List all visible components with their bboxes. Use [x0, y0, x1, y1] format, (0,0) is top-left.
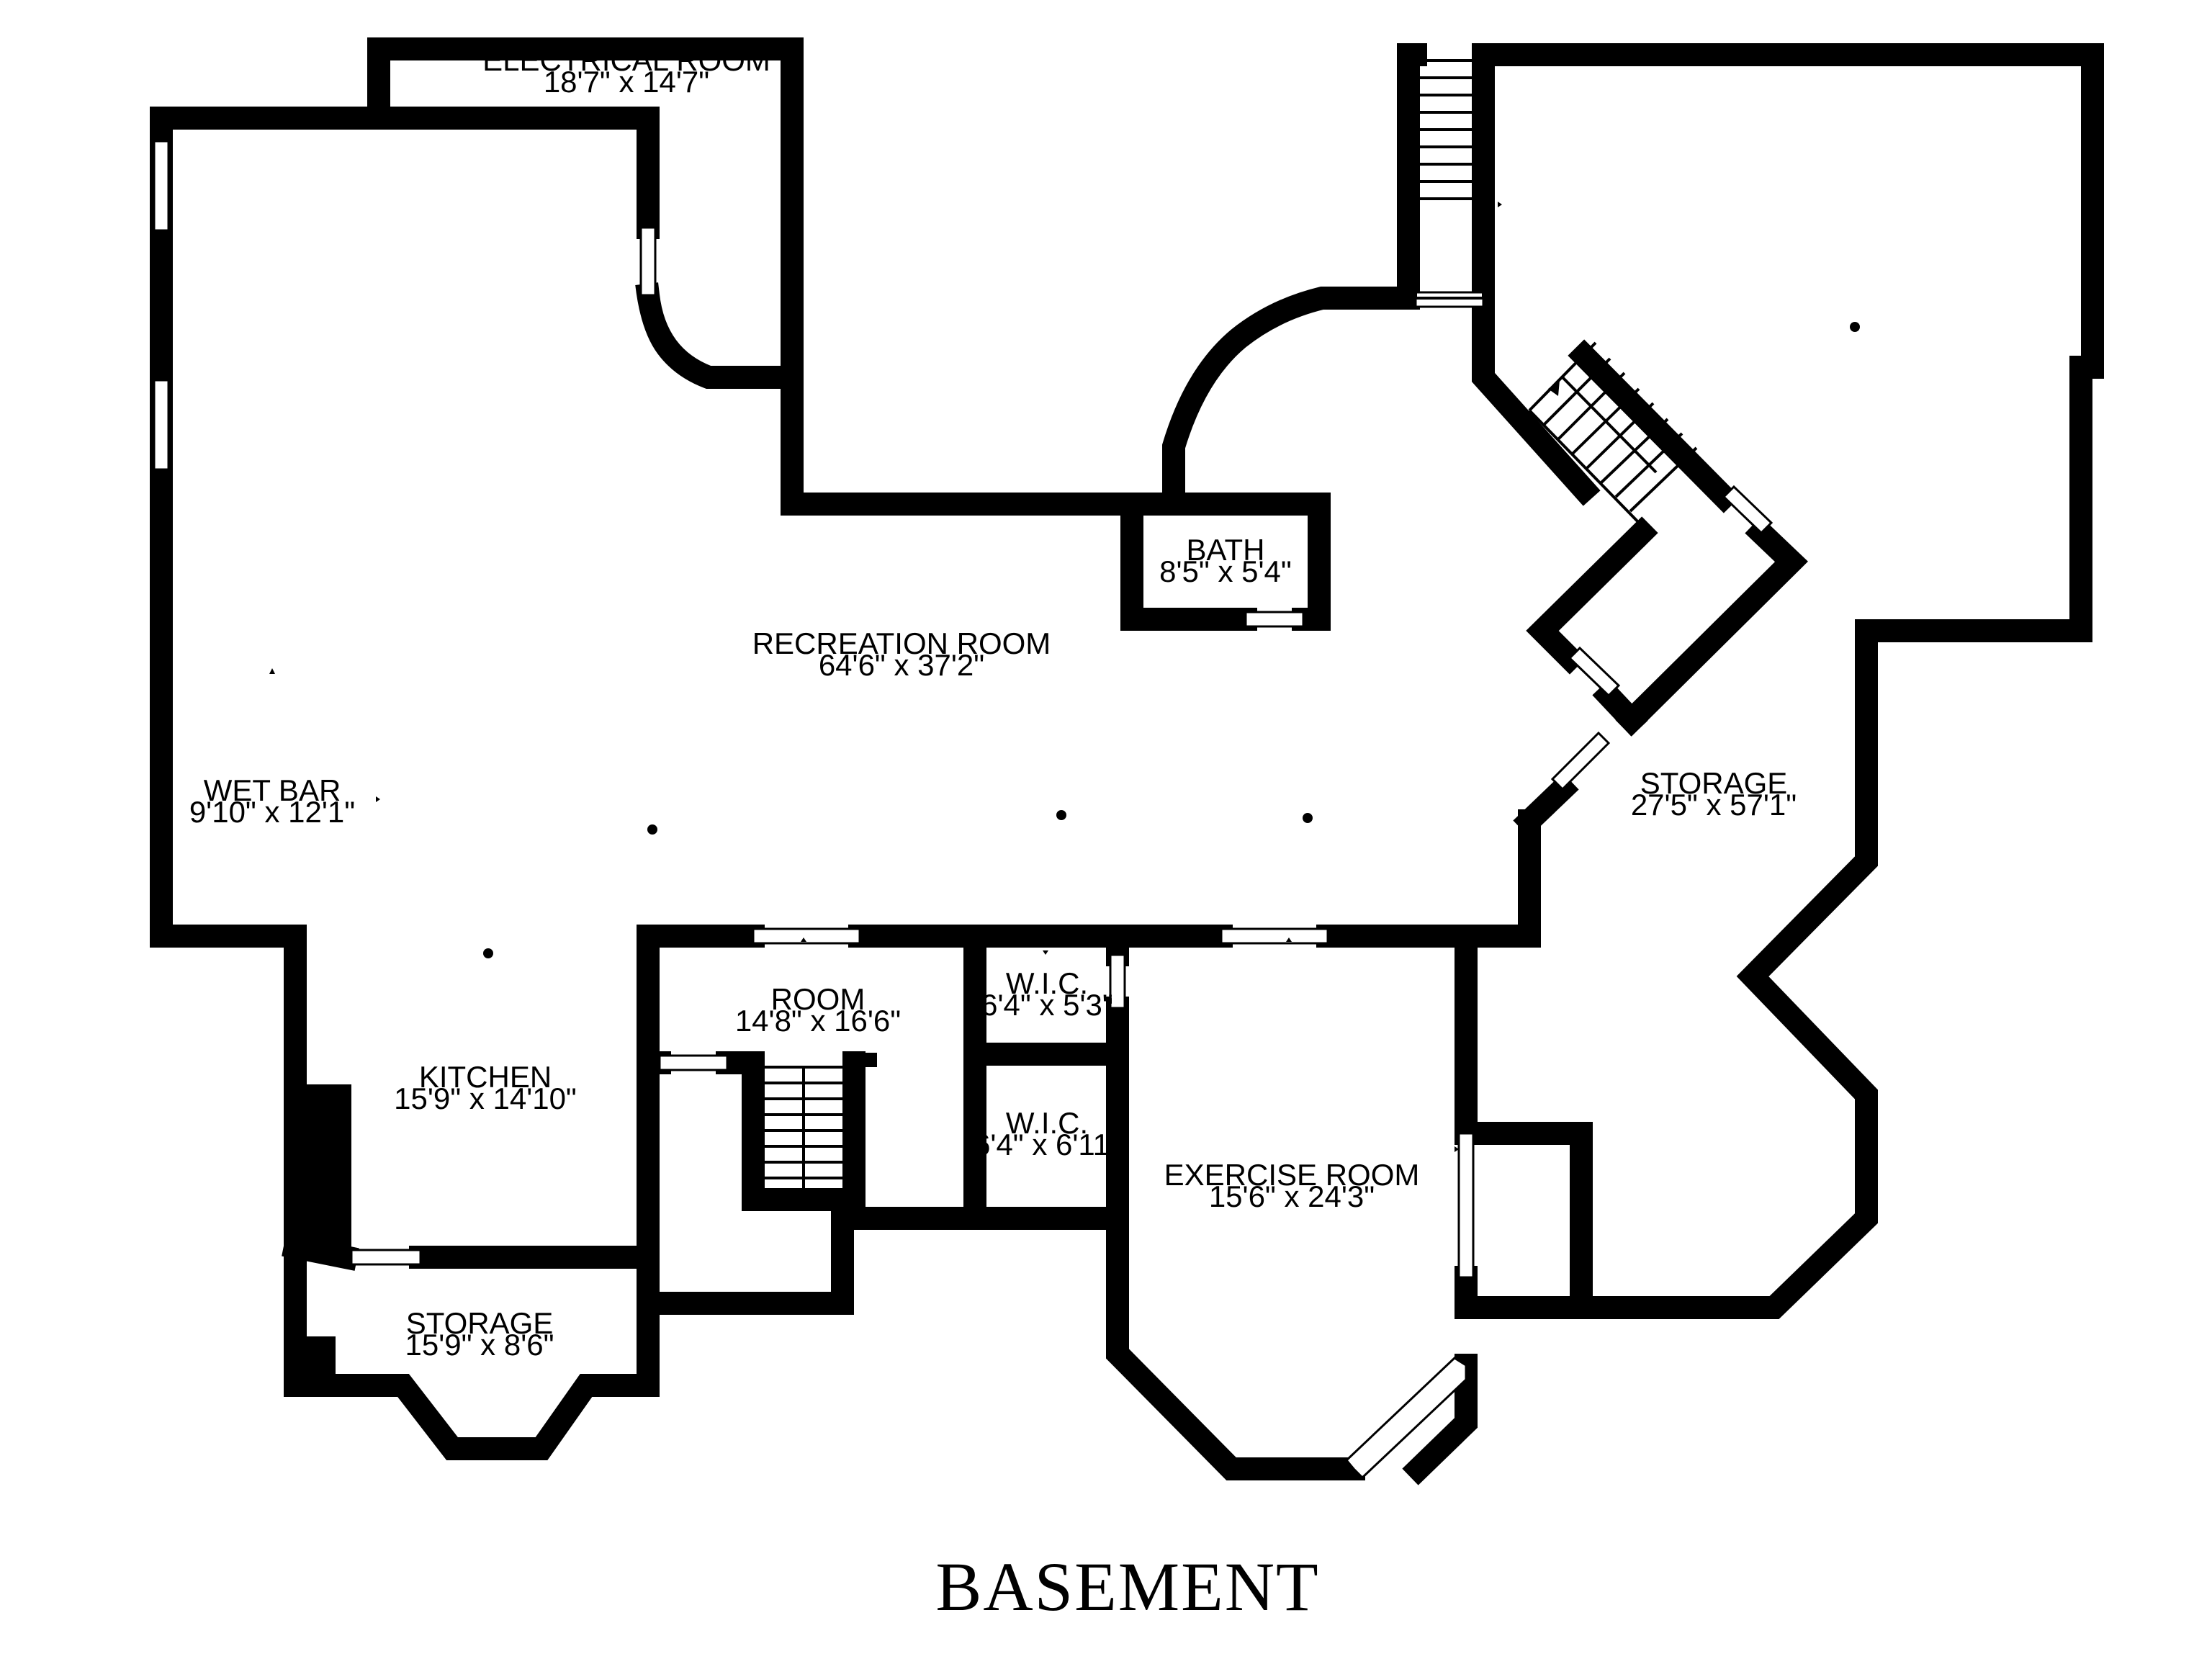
column-block: [295, 1336, 336, 1385]
east-storage-wall: [1455, 43, 2104, 1319]
label-kitchen: KITCHEN 15'9" x 14'10": [394, 1060, 577, 1115]
stair-north: [1414, 59, 1485, 300]
floor-title: BASEMENT: [935, 1548, 1319, 1625]
outer-wall-west: [150, 107, 1128, 1460]
curved-hall-wall: [1162, 287, 1420, 516]
stair-angle-wall-2: [1615, 516, 1808, 737]
exercise-room-wall: [1106, 1207, 1478, 1485]
svg-text:STORAGE: STORAGE: [1640, 766, 1788, 800]
window-west-2: [153, 379, 170, 471]
svg-text:64'6" x 37'2": 64'6" x 37'2": [819, 648, 984, 682]
stair-angle-wall: [1568, 339, 1740, 513]
svg-text:18'7" x 14'7": 18'7" x 14'7": [544, 65, 709, 99]
svg-text:15'6" x 24'3": 15'6" x 24'3": [1209, 1179, 1375, 1213]
svg-text:15'9" x 8'6": 15'9" x 8'6": [405, 1328, 554, 1362]
stairs: [757, 59, 1698, 1201]
post-block: [863, 1053, 877, 1067]
label-storage-large: STORAGE 27'5" x 57'1": [1631, 766, 1797, 822]
svg-text:15'9" x 14'10": 15'9" x 14'10": [394, 1082, 577, 1115]
svg-text:W.I.C.: W.I.C.: [1006, 966, 1088, 1000]
svg-text:W.I.C.: W.I.C.: [1006, 1106, 1088, 1140]
label-wic-2: W.I.C. 6'4" x 6'11": [974, 1106, 1120, 1161]
svg-text:ROOM: ROOM: [771, 982, 866, 1016]
fireplace-block: [295, 1084, 351, 1257]
openings: [153, 140, 1773, 1480]
label-wic-1: W.I.C. 6'4" x 5'3": [981, 966, 1113, 1022]
bath-wall: [1120, 493, 1331, 631]
door-room: [752, 927, 861, 945]
door-bath: [1244, 611, 1305, 628]
svg-text:BATH: BATH: [1187, 533, 1265, 567]
door-room-stair: [658, 1054, 729, 1071]
door-angled-3: [1550, 731, 1611, 791]
svg-text:WET BAR: WET BAR: [204, 773, 341, 807]
label-storage-small: STORAGE 15'9" x 8'6": [405, 1306, 554, 1362]
svg-text:RECREATION ROOM: RECREATION ROOM: [752, 626, 1051, 660]
east-stair-wall: [1397, 43, 1427, 310]
svg-text:EXERCISE ROOM: EXERCISE ROOM: [1164, 1158, 1420, 1192]
door-exercise-east: [1457, 1132, 1475, 1279]
svg-text:8'5" x 5'4": 8'5" x 5'4": [1159, 554, 1292, 588]
label-wet-bar: WET BAR 9'10" x 12'1": [189, 773, 355, 829]
solid-blocks: [295, 1053, 877, 1385]
walls: [150, 37, 2104, 1485]
electrical-room-wall: [367, 37, 1185, 516]
door-electrical: [639, 226, 657, 297]
room-labels: ELECTRICAL ROOM 18'7" x 14'7" RECREATION…: [189, 43, 1797, 1362]
stair-room: [757, 1066, 850, 1201]
label-exercise-room: EXERCISE ROOM 15'6" x 24'3": [1164, 1158, 1420, 1213]
svg-text:6'4" x 6'11": 6'4" x 6'11": [974, 1128, 1120, 1161]
svg-text:ELECTRICAL ROOM: ELECTRICAL ROOM: [482, 43, 770, 77]
door-kitchen-storage: [350, 1249, 422, 1266]
door-exercise-diagonal: [1344, 1357, 1467, 1480]
closet-angle-wall-2: [1592, 679, 1648, 737]
markers: [167, 55, 2088, 1467]
door-exercise: [1220, 927, 1329, 945]
east-inner-wall: [1472, 43, 1601, 506]
label-recreation-room: RECREATION ROOM 64'6" x 37'2": [752, 626, 1051, 682]
window-west-1: [153, 140, 170, 232]
door-wic-1: [1109, 953, 1126, 1010]
room-stair-wall: [637, 1051, 866, 1230]
exercise-east-wall: [1455, 925, 1593, 1319]
electrical-inner-wall: [367, 107, 660, 239]
electrical-curve-wall: [635, 282, 804, 389]
closet-angle-wall: [1526, 516, 1658, 675]
svg-text:9'10" x 12'1": 9'10" x 12'1": [189, 795, 355, 829]
svg-text:KITCHEN: KITCHEN: [419, 1060, 552, 1094]
recreation-east-wall: [1455, 773, 1579, 948]
label-room: ROOM 14'8" x 16'6": [735, 982, 901, 1038]
door-angled-1: [1722, 485, 1773, 535]
label-bath: BATH 8'5" x 5'4": [1159, 533, 1292, 588]
storage-small-north-wall: [282, 1233, 660, 1271]
label-electrical-room: ELECTRICAL ROOM 18'7" x 14'7": [482, 43, 770, 99]
door-angled-2: [1568, 646, 1621, 698]
svg-text:14'8" x 16'6": 14'8" x 16'6": [735, 1004, 901, 1038]
svg-text:6'4" x 5'3": 6'4" x 5'3": [981, 988, 1113, 1022]
svg-text:STORAGE: STORAGE: [406, 1306, 554, 1340]
stair-angled: [1528, 341, 1698, 527]
svg-text:27'5" x 57'1": 27'5" x 57'1": [1631, 788, 1797, 822]
